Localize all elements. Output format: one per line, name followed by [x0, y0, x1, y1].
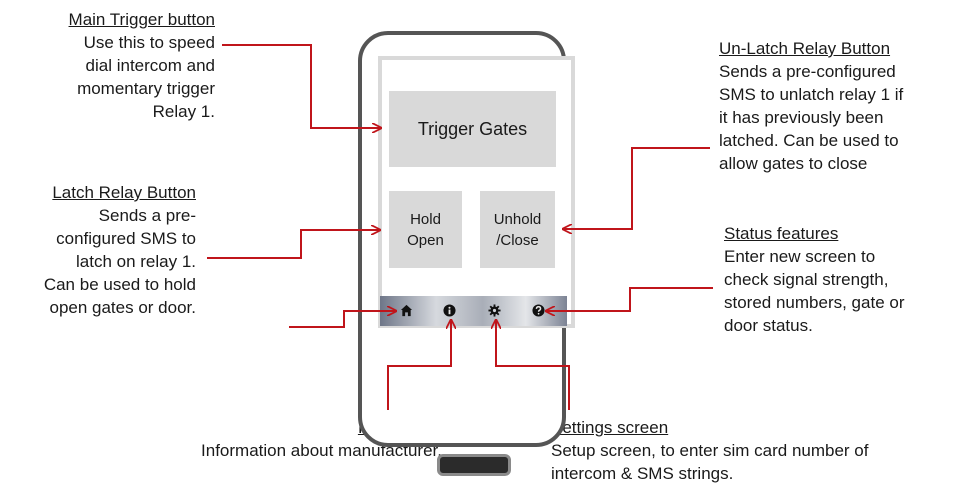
info-icon[interactable] — [443, 304, 456, 317]
callout-status-features: Status features Enter new screen to chec… — [724, 222, 960, 337]
callout-description: Sends a pre- configured SMS to latch on … — [43, 206, 196, 317]
callout-title: Status features — [724, 224, 839, 243]
callout-title: Latch Relay Button — [52, 183, 196, 202]
arrow-unlatch-relay — [563, 147, 710, 229]
callout-latch-relay: Latch Relay Button Sends a pre- configur… — [0, 181, 196, 319]
arrow-latch-relay — [207, 230, 380, 259]
callout-settings-screen: Settings screen Setup screen, to enter s… — [551, 416, 951, 485]
phone-home-button[interactable] — [437, 454, 511, 476]
home-icon[interactable] — [400, 304, 413, 317]
gear-icon[interactable] — [488, 304, 501, 317]
callout-description: Setup screen, to enter sim card number o… — [551, 441, 869, 483]
unhold-close-button[interactable]: Unhold /Close — [480, 191, 555, 268]
callout-description: Enter new screen to check signal strengt… — [724, 247, 905, 335]
hold-open-button[interactable]: Hold Open — [389, 191, 462, 268]
callout-title: Main Trigger button — [68, 10, 215, 29]
callout-title: Settings screen — [551, 418, 669, 437]
callout-unlatch-relay: Un-Latch Relay Button Sends a pre-config… — [719, 37, 949, 175]
trigger-gates-button[interactable]: Trigger Gates — [389, 91, 556, 167]
callout-description: Sends a pre-configured SMS to unlatch re… — [719, 62, 904, 173]
callout-title: Un-Latch Relay Button — [719, 39, 891, 58]
callout-main-trigger: Main Trigger button Use this to speed di… — [0, 8, 215, 123]
help-icon[interactable] — [532, 304, 545, 317]
callout-description: Use this to speed dial intercom and mome… — [77, 33, 215, 121]
